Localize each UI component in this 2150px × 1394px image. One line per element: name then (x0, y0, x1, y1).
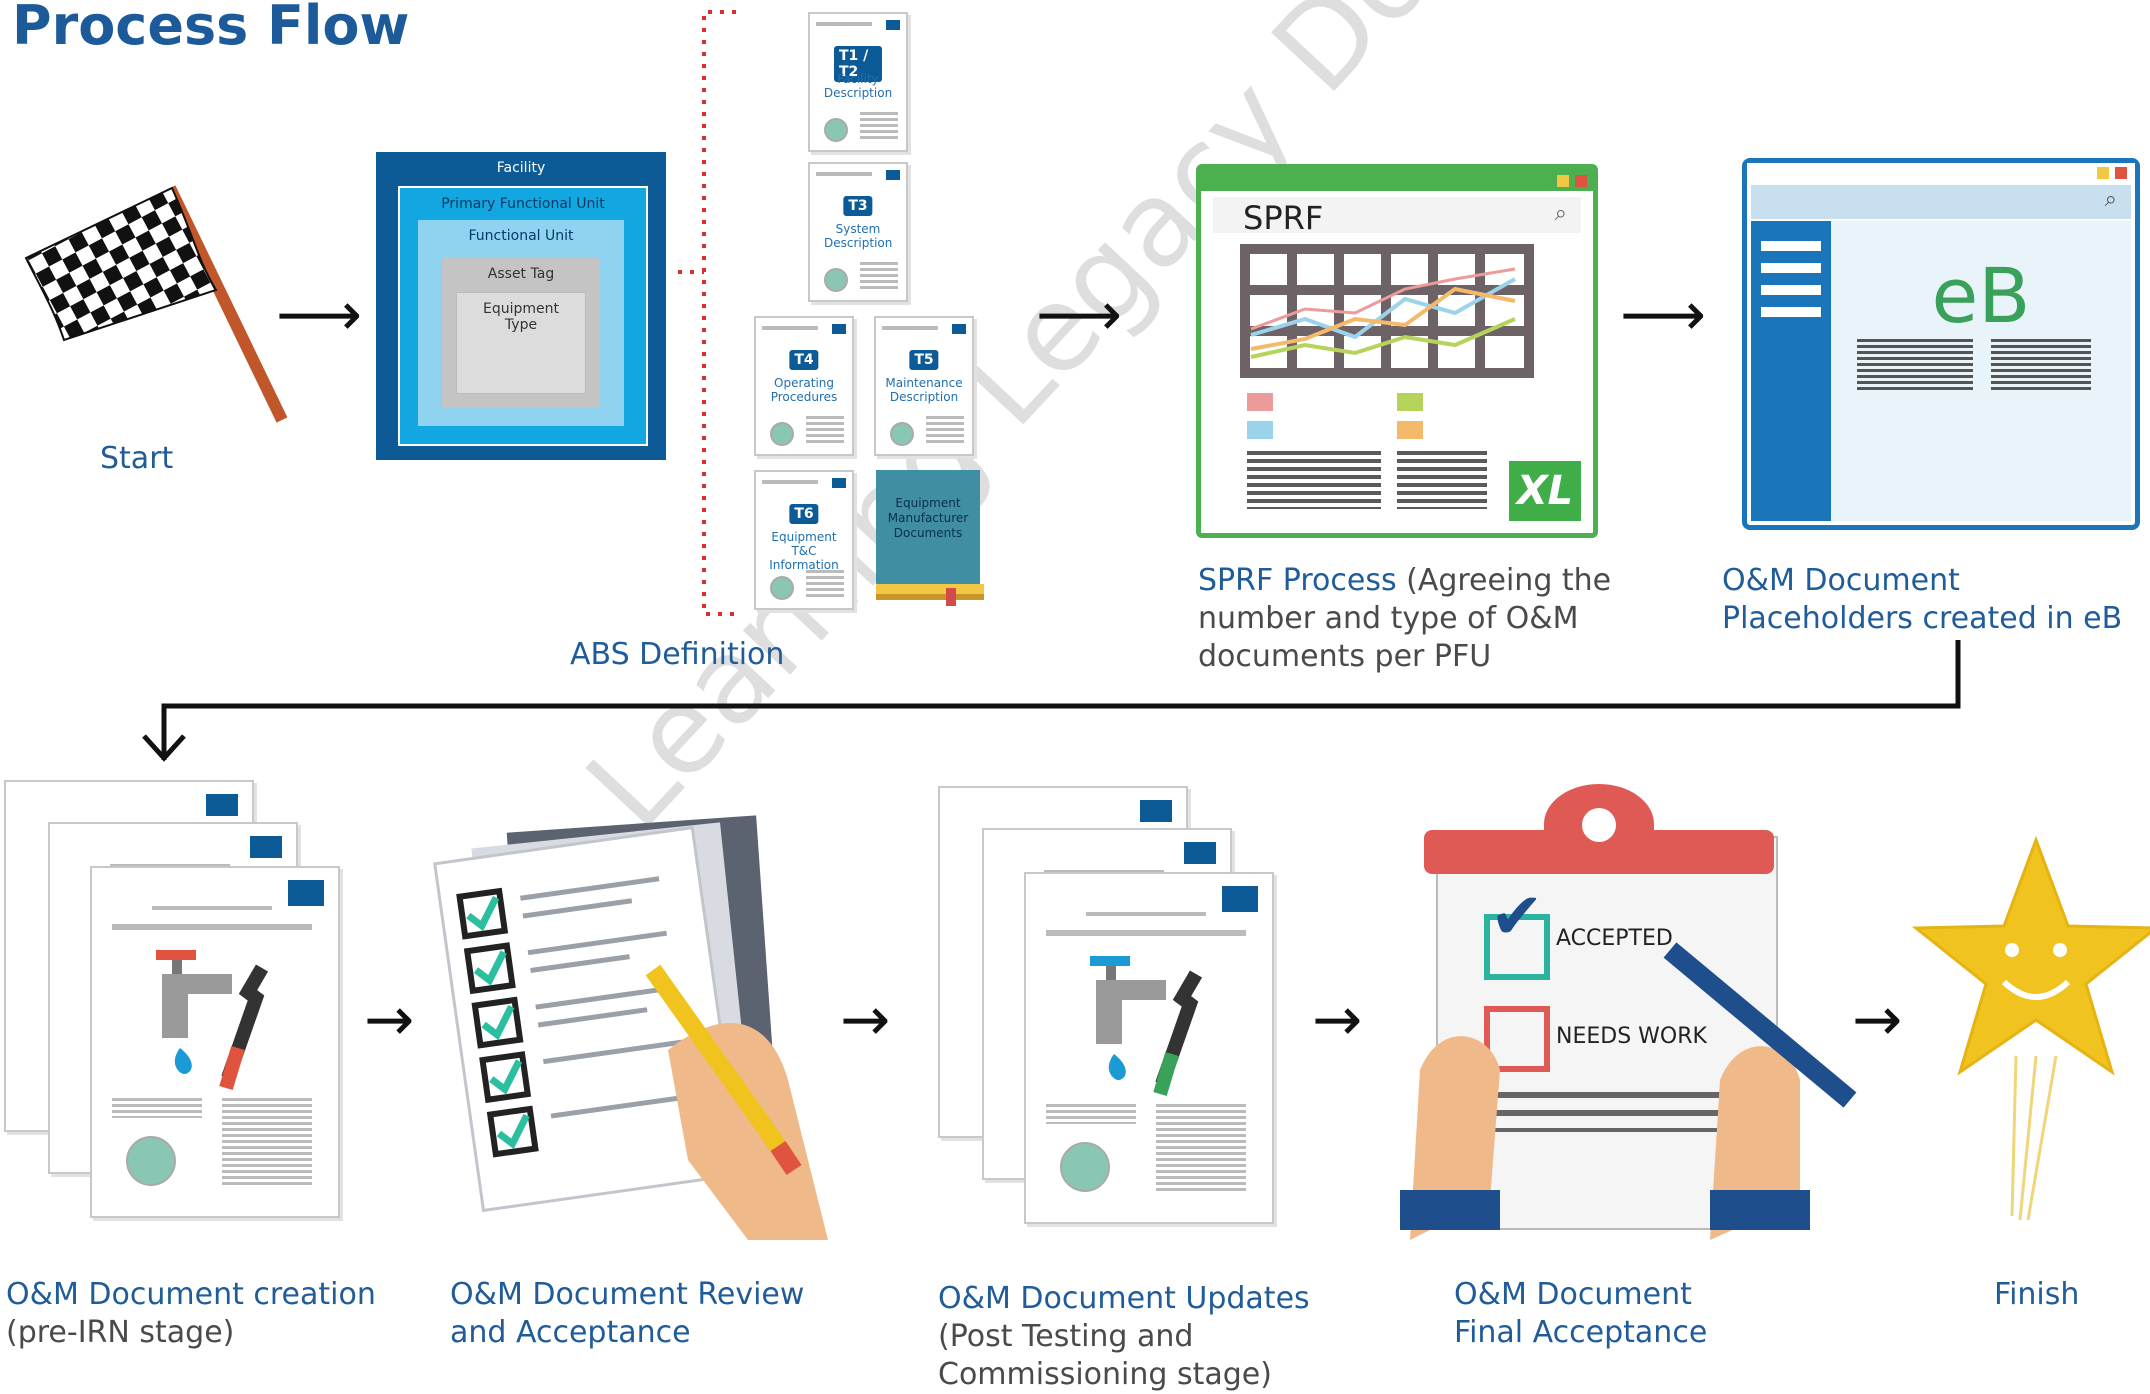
facility-label: Facility (496, 160, 546, 176)
tap-wrench-icon (1090, 956, 1203, 1097)
sprf-window-title: SPRF (1243, 199, 1324, 237)
equipment-type-label: Equipment Type (483, 301, 559, 333)
dotted-connector (678, 10, 736, 616)
doc-card-t3: T3 System Description (808, 162, 908, 302)
sprf-label-main: SPRF Process (1198, 563, 1397, 598)
tap-wrench-icon (156, 950, 269, 1091)
eb-logo-text: eB (1931, 251, 2031, 340)
pie-chart-icon (824, 268, 848, 292)
review-checklist-illustration (433, 815, 828, 1240)
badge-t4: T4 (789, 350, 819, 370)
arrow-right-icon: → (1852, 985, 1903, 1055)
functional-unit-label: Functional Unit (468, 228, 574, 244)
hands-pen-icon (1400, 942, 1857, 1240)
card-text-t4: Operating Procedures (770, 376, 838, 404)
badge-t3: T3 (843, 196, 873, 216)
crossrail-logo-icon (1222, 886, 1258, 912)
final-acceptance-clipboard: ✔ ACCEPTED NEEDS WORK (1380, 780, 1860, 1240)
card-text-t5: Maintenance Description (885, 376, 963, 404)
doc-card-t6: T6 Equipment T&C Information (754, 470, 854, 610)
updates-subtitle: (Post Testing and Commissioning stage) (938, 1319, 1272, 1392)
abs-label: ABS Definition (570, 637, 785, 672)
card-text-t6: Equipment T&C Information (769, 530, 839, 572)
page-title: Process Flow (12, 0, 410, 57)
doc-card-t4: T4 Operating Procedures (754, 316, 854, 456)
sprf-process-label: SPRF Process (Agreeing the number and ty… (1198, 562, 1618, 676)
search-icon: ⌕ (1554, 201, 1567, 226)
badge-t1-t2: T1 / T2 (834, 46, 882, 82)
eb-placeholder-label: O&M Document Placeholders created in eB (1722, 563, 2123, 636)
book-title: Equipment Manufacturer Documents (887, 496, 969, 540)
doc-stack-creation (4, 780, 344, 1230)
pie-chart-icon (824, 118, 848, 142)
checkmark-icon: ✔ (1490, 880, 1544, 954)
search-icon: ⌕ (2104, 187, 2117, 212)
doc-card-t5: T5 Maintenance Description (874, 316, 974, 456)
asset-tag-label: Asset Tag (487, 266, 555, 282)
final-title: O&M Document Final Acceptance (1454, 1277, 1708, 1350)
sprf-label-rest: (Agreeing the number and type of O&M doc… (1198, 563, 1612, 674)
arrow-right-icon: ⟶ (1036, 280, 1123, 350)
arrow-right-icon: → (840, 985, 891, 1055)
creation-title: O&M Document creation (6, 1277, 376, 1312)
crossrail-logo-icon (288, 880, 324, 906)
arrow-right-icon: ⟶ (276, 280, 363, 350)
sprf-window: SPRF ⌕ XL (1196, 164, 1598, 538)
facility-hierarchy: Facility Primary Functional Unit Functio… (376, 152, 666, 460)
doc-stack-updates (938, 786, 1278, 1236)
checkered-flag-icon (24, 185, 288, 423)
sprf-titlebar (1201, 169, 1593, 191)
creation-subtitle: (pre-IRN stage) (6, 1315, 235, 1350)
badge-t5: T5 (909, 350, 939, 370)
arrow-right-icon: → (364, 985, 415, 1055)
pie-chart-icon (770, 422, 794, 446)
needs-work-label: NEEDS WORK (1556, 1024, 1707, 1049)
pie-chart-icon (770, 576, 794, 600)
finish-label: Finish (1994, 1277, 2080, 1312)
card-text-t1-t2: Facility Description (823, 72, 893, 100)
row-connector-arrow (142, 640, 1961, 762)
sprf-chart-illustration (1240, 244, 1534, 378)
eb-window: ⌕ eB (1742, 158, 2140, 530)
pie-chart-icon (890, 422, 914, 446)
card-text-t3: System Description (824, 222, 893, 250)
accepted-label: ACCEPTED (1556, 926, 1673, 951)
eb-sidebar (1751, 221, 1831, 521)
badge-t6: T6 (789, 504, 819, 524)
arrow-right-icon: ⟶ (1620, 280, 1707, 350)
doc-card-t1-t2: T1 / T2 Facility Description (808, 12, 908, 152)
excel-badge: XL (1509, 461, 1581, 521)
pfu-label: Primary Functional Unit (441, 196, 605, 212)
smiling-star-icon (1911, 835, 2150, 1221)
manufacturer-book-icon: Equipment Manufacturer Documents (876, 470, 984, 606)
review-title: O&M Document Review and Acceptance (450, 1277, 805, 1350)
eb-logo: eB (1831, 251, 2131, 340)
start-label: Start (100, 441, 174, 476)
arrow-right-icon: → (1312, 985, 1363, 1055)
updates-title: O&M Document Updates (938, 1281, 1310, 1316)
